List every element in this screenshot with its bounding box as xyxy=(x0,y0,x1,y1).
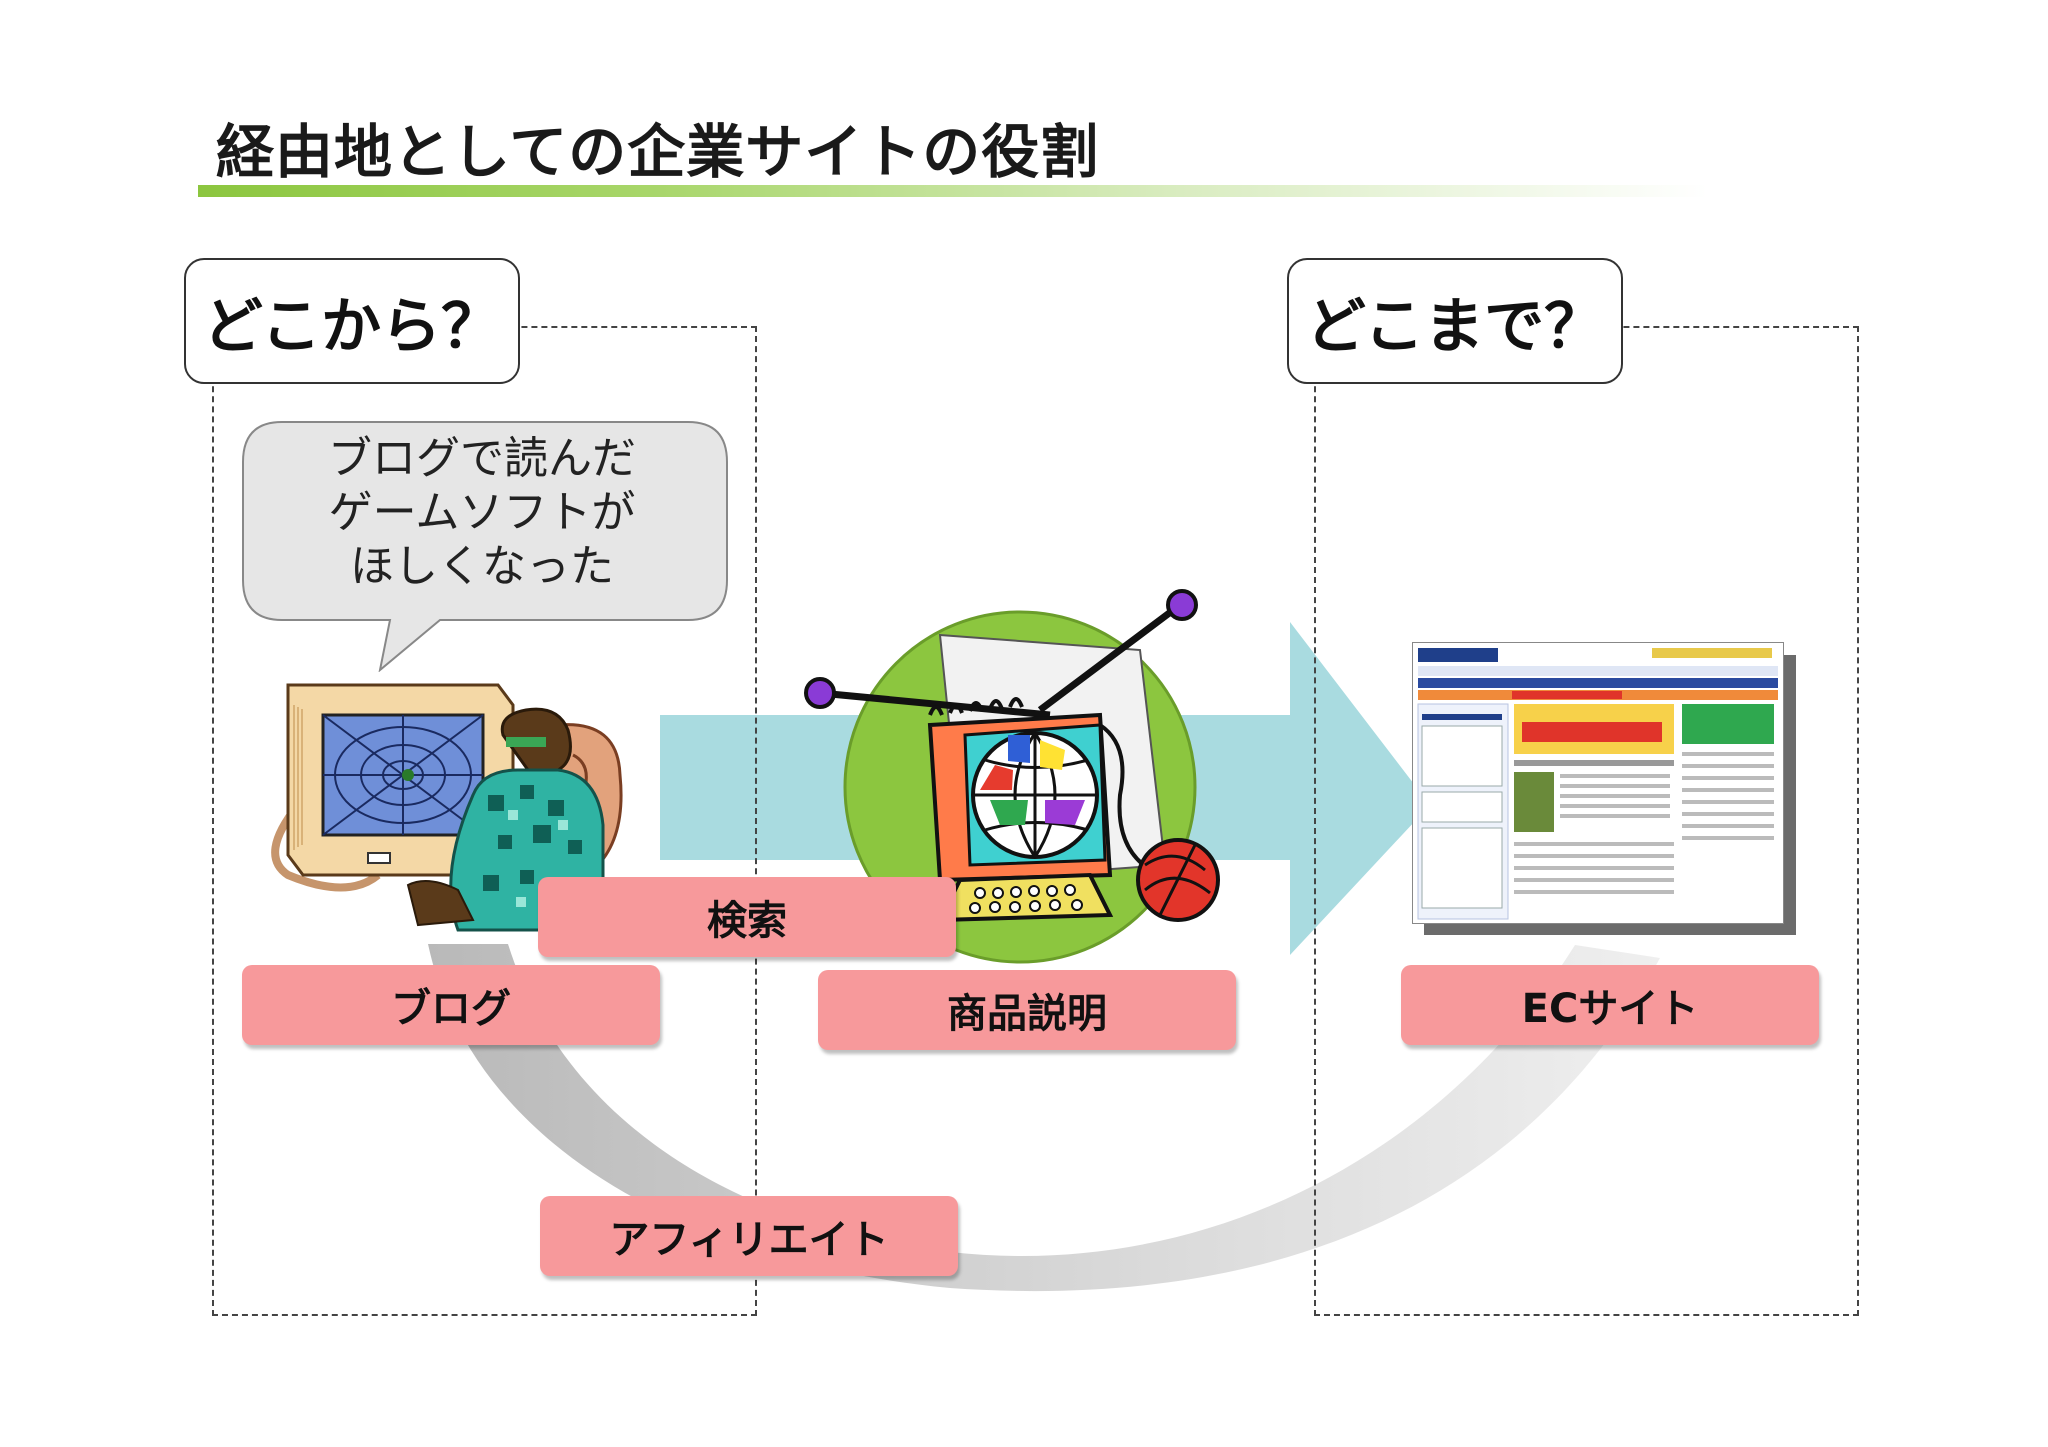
speech-line: ゲームソフトが xyxy=(328,487,636,538)
title-underline xyxy=(198,185,1708,197)
globe-computer-illustration xyxy=(804,589,1220,964)
to-question-box: どこまで？ xyxy=(1287,258,1623,384)
affiliate-label: アフィリエイト xyxy=(540,1196,958,1276)
blog-label: ブログ xyxy=(242,965,660,1045)
ec-site-label: ECサイト xyxy=(1401,965,1819,1045)
ec-site-thumbnail xyxy=(1412,642,1784,924)
speech-line: ブログで読んだ xyxy=(328,433,636,484)
person-computer-illustration xyxy=(271,683,623,932)
speech-bubble xyxy=(242,421,728,672)
product-description-label: 商品説明 xyxy=(818,970,1236,1050)
speech-text: ブログで読んだ ゲームソフトが ほしくなった xyxy=(262,432,702,594)
from-question-box: どこから？ xyxy=(184,258,520,384)
speech-line: ほしくなった xyxy=(350,541,614,592)
search-label: 検索 xyxy=(538,877,956,957)
page-title: 経由地としての企業サイトの役割 xyxy=(216,118,1100,186)
